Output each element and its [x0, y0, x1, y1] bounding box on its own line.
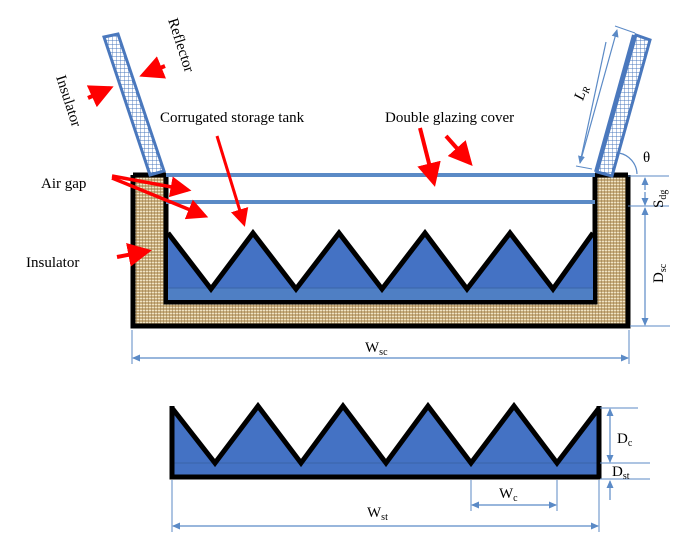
detail-tank-outline: [170, 401, 601, 468]
arrow-reflector: [139, 56, 167, 79]
theta-label: θ: [643, 150, 650, 166]
storage-tank-detail: [169, 401, 602, 480]
left-reflector-insulation: [102, 32, 166, 177]
theta-arc: [618, 152, 638, 175]
dim-LR-label: LR: [571, 84, 593, 104]
arrow-glazing-1: [417, 127, 441, 187]
dim-Dc-label: Dc: [617, 431, 633, 449]
arrow-airgap-1: [111, 174, 192, 198]
label-corrugated-tank: Corrugated storage tank: [160, 110, 305, 126]
annotation-arrows: [86, 56, 473, 267]
dim-Dsc-label: Dsc: [651, 263, 669, 283]
dim-Sdg-label: Sdg: [651, 190, 669, 208]
dimension-Dc: Dc: [600, 407, 650, 464]
dimension-Wst: Wst: [171, 480, 600, 532]
arrow-insulator-side: [116, 243, 152, 267]
inner-wall-outline: [163, 175, 598, 305]
dimension-Wsc: Wsc: [131, 330, 630, 364]
dim-LR-line-b: [579, 29, 619, 164]
dim-LR-ext-top: [614, 25, 636, 34]
dimension-Dst: Dst: [600, 464, 650, 500]
label-double-glazing: Double glazing cover: [385, 110, 514, 126]
dim-LR-ext-bottom: [575, 165, 593, 170]
arrow-airgap-2: [111, 176, 209, 220]
detail-tank-frame: [169, 406, 602, 480]
dimension-Sdg: Sdg: [628, 175, 669, 208]
tank-base-band: [168, 288, 593, 300]
dim-Wst-label: Wst: [367, 505, 388, 523]
dim-Wsc-label: Wsc: [365, 340, 388, 358]
arrow-glazing-2: [444, 134, 473, 166]
detail-tank-fill: [172, 406, 599, 477]
left-reflector: [102, 32, 166, 177]
dimension-Dsc: Dsc: [630, 207, 670, 327]
label-air-gap: Air gap: [41, 176, 86, 192]
tank-corrugation-outline: [166, 228, 596, 294]
collector-casing: [130, 172, 631, 329]
label-reflector: Reflector: [164, 16, 196, 74]
right-reflector-surface: [594, 34, 636, 173]
right-reflector: [594, 33, 652, 178]
tank-fill: [168, 233, 593, 300]
dimension-theta: θ: [618, 150, 650, 175]
dimension-Wc: Wc: [470, 480, 558, 511]
dim-Dst-label: Dst: [612, 464, 630, 482]
label-insulator-side: Insulator: [26, 255, 79, 271]
arrow-tank: [215, 135, 249, 227]
insulation-body: [133, 175, 628, 326]
dim-Wc-label: Wc: [499, 486, 518, 504]
arrow-insulator-top: [86, 85, 114, 108]
dim-LR-line-a: [578, 41, 607, 164]
label-insulator-top: Insulator: [52, 73, 84, 129]
corrugated-storage-tank: [166, 228, 596, 300]
